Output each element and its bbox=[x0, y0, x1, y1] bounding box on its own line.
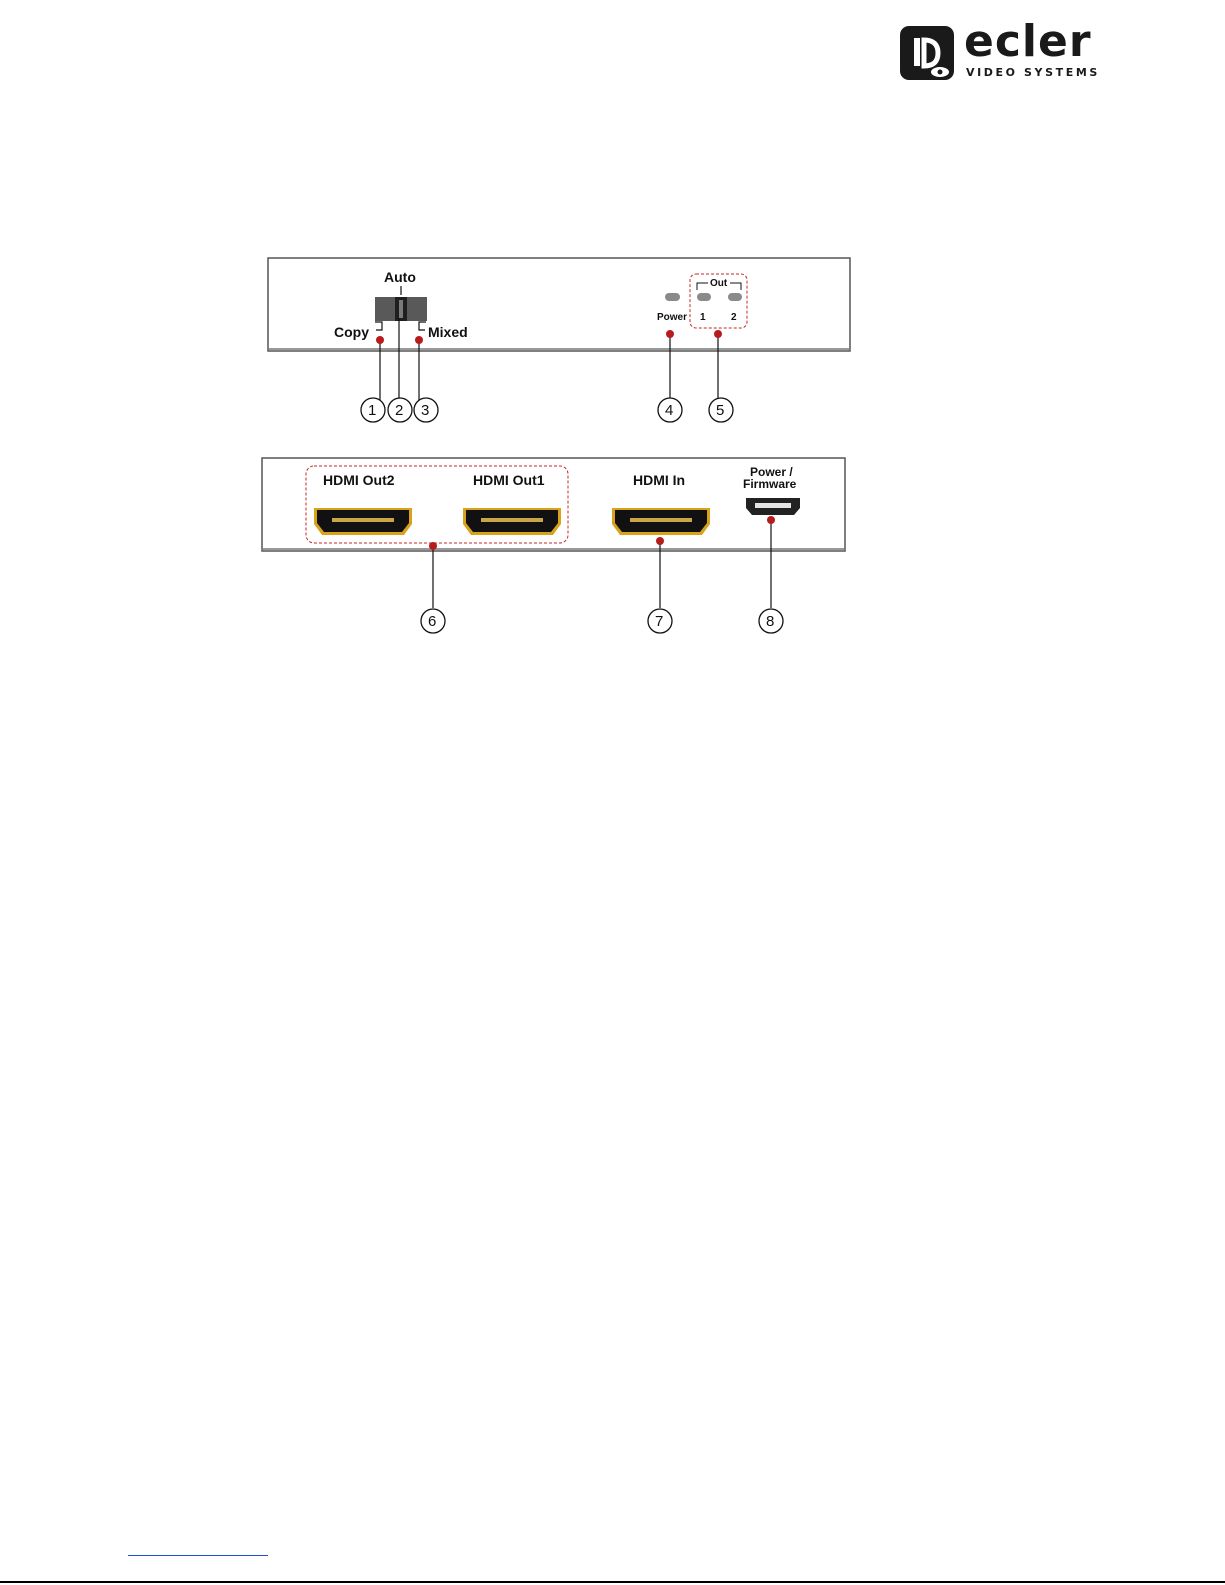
callout-6: 6 bbox=[421, 609, 445, 633]
hdmi-out2-label: HDMI Out2 bbox=[323, 472, 395, 488]
hdmi-in-label: HDMI In bbox=[633, 472, 685, 488]
power-led bbox=[665, 293, 680, 301]
svg-text:3: 3 bbox=[421, 402, 429, 419]
callout-1: 1 bbox=[361, 398, 385, 422]
power-led-label: Power bbox=[657, 312, 687, 323]
out-group-label: Out bbox=[710, 278, 728, 289]
callout-8: 8 bbox=[759, 609, 783, 633]
callout-2: 2 bbox=[388, 398, 412, 422]
svg-text:6: 6 bbox=[428, 613, 436, 630]
svg-text:1: 1 bbox=[368, 402, 376, 419]
out-1-led-label: 1 bbox=[700, 312, 706, 323]
out-2-led-label: 2 bbox=[731, 312, 737, 323]
power-firmware-label-line2: Firmware bbox=[743, 477, 797, 491]
svg-text:5: 5 bbox=[716, 402, 724, 419]
callout-7: 7 bbox=[648, 609, 672, 633]
svg-text:4: 4 bbox=[665, 402, 673, 419]
svg-text:8: 8 bbox=[766, 613, 774, 630]
hdmi-in-port[interactable] bbox=[612, 508, 710, 535]
mode-selector-switch[interactable] bbox=[375, 297, 427, 321]
switch-label-copy: Copy bbox=[334, 324, 369, 340]
out-1-led bbox=[697, 293, 711, 301]
switch-label-mixed: Mixed bbox=[428, 324, 468, 340]
callout-4: 4 bbox=[658, 398, 682, 422]
switch-label-auto: Auto bbox=[384, 269, 416, 285]
out-2-led bbox=[728, 293, 742, 301]
footnote-separator bbox=[128, 1555, 268, 1556]
callout-5: 5 bbox=[709, 398, 733, 422]
front-panel: Auto Copy Mixed Power Out 1 2 bbox=[268, 258, 850, 351]
svg-text:7: 7 bbox=[655, 613, 663, 630]
rear-panel: HDMI Out2 HDMI Out1 HDMI In Power / Firm… bbox=[262, 458, 845, 551]
callout-3: 3 bbox=[414, 398, 438, 422]
hdmi-out1-port[interactable] bbox=[463, 508, 561, 535]
page-footer-rule bbox=[0, 1581, 1225, 1583]
svg-text:2: 2 bbox=[395, 402, 403, 419]
hdmi-out1-label: HDMI Out1 bbox=[473, 472, 545, 488]
hdmi-out2-port[interactable] bbox=[314, 508, 412, 535]
power-firmware-usb-port[interactable] bbox=[746, 498, 800, 515]
